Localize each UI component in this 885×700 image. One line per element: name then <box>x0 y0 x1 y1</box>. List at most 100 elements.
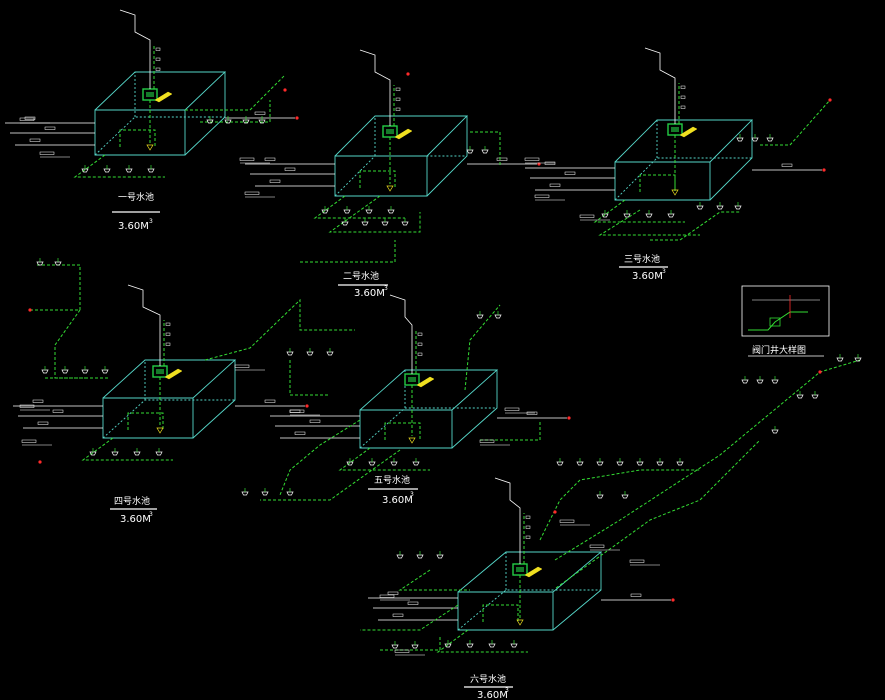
fixture-icon <box>81 165 89 173</box>
fixture-icon <box>346 458 354 466</box>
tank-3-name: 三号水池 <box>624 253 660 265</box>
fixture-icon <box>326 348 334 356</box>
fixture-icon <box>716 202 724 210</box>
fixture-icon <box>125 165 133 173</box>
fixture-icon <box>411 641 419 649</box>
tank-1-volume: 3.60M <box>118 221 149 232</box>
fixture-icon <box>241 488 249 496</box>
fixture-icon <box>133 448 141 456</box>
fixture-icon <box>741 376 749 384</box>
fixture-icon <box>494 311 502 319</box>
fixture-icon <box>261 488 269 496</box>
fixture-icon <box>365 206 373 214</box>
fixture-icon <box>751 134 759 142</box>
fixture-icon <box>401 218 409 226</box>
fixture-icon <box>321 206 329 214</box>
fixture-icon <box>306 348 314 356</box>
detail-frame <box>741 285 830 337</box>
fixture-icon <box>621 491 629 499</box>
tank-5-box <box>270 294 571 471</box>
caption-tank-5: 五号水池 3.60M 3 <box>368 474 418 506</box>
fixture-icon <box>623 210 631 218</box>
tanks-layer <box>5 9 826 653</box>
fixture-icon <box>61 366 69 374</box>
tank-4-volume: 3.60M <box>120 514 151 525</box>
fixture-icon <box>466 640 474 648</box>
fixture-icon <box>41 366 49 374</box>
fixture-icon <box>481 146 489 154</box>
fixture-icon <box>601 210 609 218</box>
fixture-icon <box>436 551 444 559</box>
fixture-icon <box>54 258 62 266</box>
detail-pipe <box>748 311 808 331</box>
fixture-icon <box>645 210 653 218</box>
fixture-icon <box>596 491 604 499</box>
pipes-layer <box>19 72 862 656</box>
fixture-icon <box>811 391 819 399</box>
fixture-icon <box>756 376 764 384</box>
fixture-icon <box>576 458 584 466</box>
fixture-icon <box>101 366 109 374</box>
fixture-icon <box>616 458 624 466</box>
fixture-icon <box>390 458 398 466</box>
fixture-icon <box>343 206 351 214</box>
fixture-icon <box>147 165 155 173</box>
fixture-icon <box>656 458 664 466</box>
fixture-icon <box>341 218 349 226</box>
tank-5-unit: 3 <box>410 491 414 498</box>
tank-4-unit: 3 <box>149 511 153 518</box>
caption-tank-3: 三号水池 3.60M 3 <box>619 253 668 282</box>
fixture-icon <box>206 116 214 124</box>
tank-1-unit: 3 <box>149 218 153 225</box>
fixture-icon <box>412 458 420 466</box>
tank-2-unit: 3 <box>384 285 388 292</box>
fixture-icon <box>734 202 742 210</box>
fixture-icon <box>416 551 424 559</box>
tank-5-volume: 3.60M <box>382 495 413 506</box>
fixture-icon <box>258 116 266 124</box>
branch-network <box>28 72 862 651</box>
fixture-icon <box>771 426 779 434</box>
fixture-icon <box>854 354 862 362</box>
fixture-icon <box>155 448 163 456</box>
tank-1-name: 一号水池 <box>118 191 154 203</box>
caption-tank-2: 二号水池 3.60M 3 <box>338 270 388 299</box>
tank-1-box <box>5 9 299 178</box>
tank-6-unit: 3 <box>505 687 509 694</box>
tank-3-unit: 3 <box>662 268 666 275</box>
fixture-icon <box>242 116 250 124</box>
tank-6-volume: 3.60M <box>477 690 508 700</box>
tank-6-box <box>368 477 675 653</box>
fixture-icon <box>36 258 44 266</box>
tank-4-box <box>13 284 309 461</box>
tank-2-box <box>245 49 541 219</box>
fixture-icon <box>636 458 644 466</box>
tank-6-name: 六号水池 <box>470 673 506 685</box>
fixture-icon <box>736 134 744 142</box>
tank-5-name: 五号水池 <box>374 474 410 486</box>
fixture-icon <box>224 116 232 124</box>
fixture-icon <box>836 354 844 362</box>
fixture-icon <box>387 206 395 214</box>
fixture-icon <box>361 218 369 226</box>
tank-3-volume: 3.60M <box>632 271 663 282</box>
fixture-icon <box>510 640 518 648</box>
fixture-icon <box>476 311 484 319</box>
valve-pit-detail: 阀门井大样图 <box>741 285 830 357</box>
fixture-icon <box>89 448 97 456</box>
fixture-icon <box>696 202 704 210</box>
fixture-icon <box>368 458 376 466</box>
fixture-icon <box>466 146 474 154</box>
tank-2-name: 二号水池 <box>343 270 379 282</box>
fixture-icon <box>396 551 404 559</box>
caption-tank-6: 六号水池 3.60M 3 <box>464 673 513 700</box>
fixture-icon <box>381 218 389 226</box>
fixture-icon <box>103 165 111 173</box>
annotation-marks <box>19 117 660 656</box>
tank-4-name: 四号水池 <box>114 495 150 507</box>
fixture-icon <box>111 448 119 456</box>
fixture-icon <box>556 458 564 466</box>
fixture-icon <box>488 640 496 648</box>
tank-2-volume: 3.60M <box>354 288 385 299</box>
